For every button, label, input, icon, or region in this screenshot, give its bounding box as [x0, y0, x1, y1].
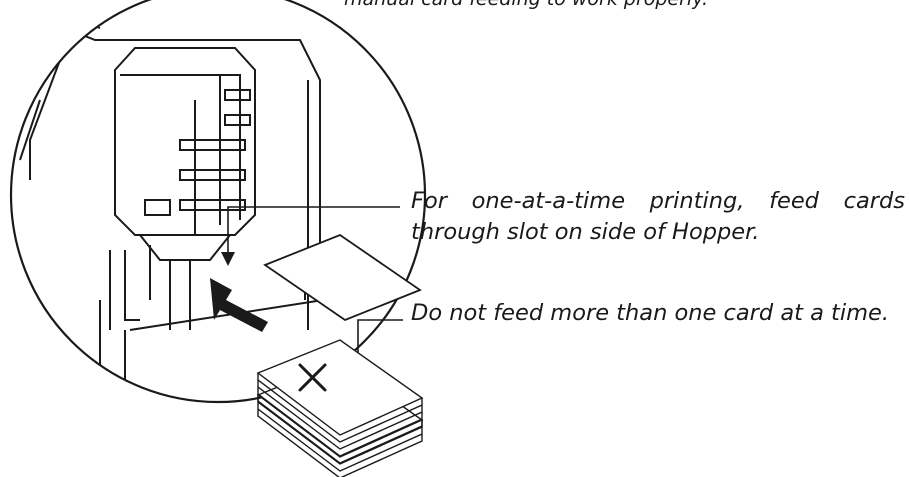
one-at-a-time-callout: For one-at-a-time printing, feed cards t… — [411, 186, 905, 248]
callout-leader-1 — [227, 206, 400, 258]
callout-1-line-2: through slot on side of Hopper. — [411, 219, 760, 245]
callout-1-line-1: For one-at-a-time printing, feed cards — [411, 188, 905, 214]
magnifier-outline — [9, 0, 427, 404]
x-mark-icon — [298, 363, 327, 392]
leader-arrowhead-icon — [221, 252, 235, 266]
insert-card-arrow-icon — [210, 278, 268, 332]
single-card-warning-callout: Do not feed more than one card at a time… — [411, 300, 890, 326]
cutoff-instruction-text: manual card feeding to work properly. — [344, 0, 708, 10]
magnified-detail-circle — [19, 4, 421, 390]
single-card — [263, 233, 422, 322]
card-stack — [256, 339, 424, 477]
